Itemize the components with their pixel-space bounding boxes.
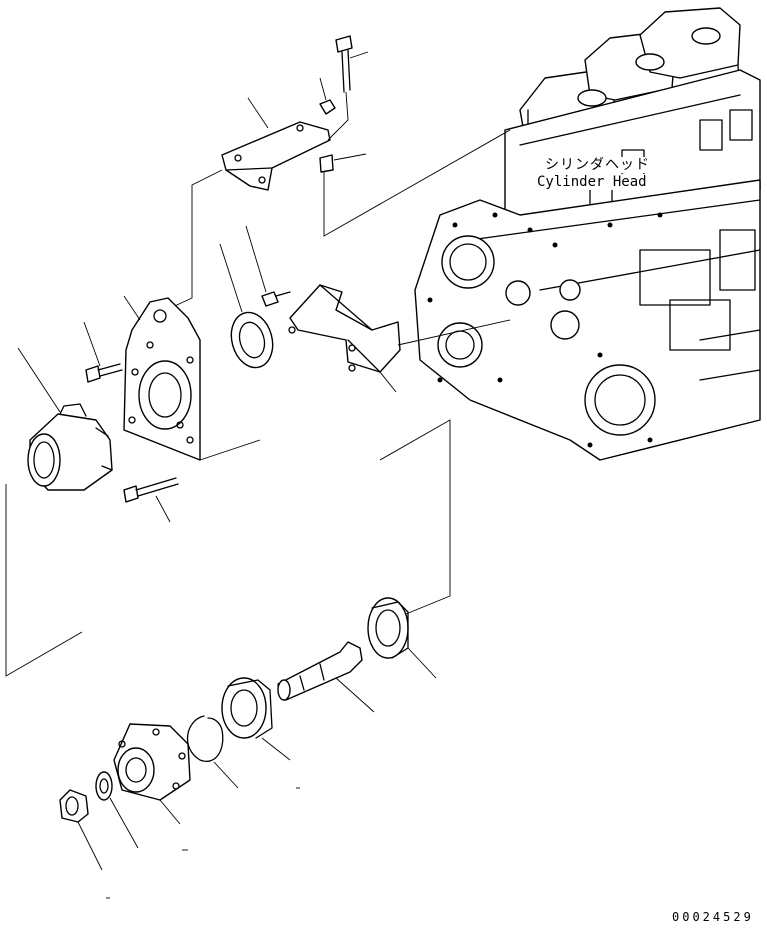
washer: [95, 771, 139, 849]
bearing-middle: [221, 677, 291, 761]
plate-bolt-lower: [123, 477, 179, 523]
cylinder-head-label-en: Cylinder Head: [535, 174, 649, 190]
gasket: [219, 243, 274, 369]
assembly-frame: [379, 419, 451, 615]
plate-bolt-upper: [83, 321, 123, 383]
housing: [5, 347, 113, 677]
lower-cover: [113, 723, 191, 851]
gasket-bolt: [245, 225, 291, 307]
adapter-plate: [123, 295, 261, 461]
bearing-right: [367, 597, 437, 679]
top-bolt: [335, 35, 369, 93]
shaft: [277, 641, 375, 713]
drawing-number: 00024529: [672, 910, 754, 924]
lower-nut: [59, 789, 103, 871]
support-bracket: [288, 284, 511, 393]
leader-spacer-to-head: [323, 129, 511, 237]
top-nut: [319, 77, 336, 115]
spacer: [319, 153, 367, 173]
engine-block: [414, 7, 761, 461]
snap-ring: [186, 715, 239, 789]
cylinder-head-label-jp: シリンダヘッド: [543, 157, 652, 173]
